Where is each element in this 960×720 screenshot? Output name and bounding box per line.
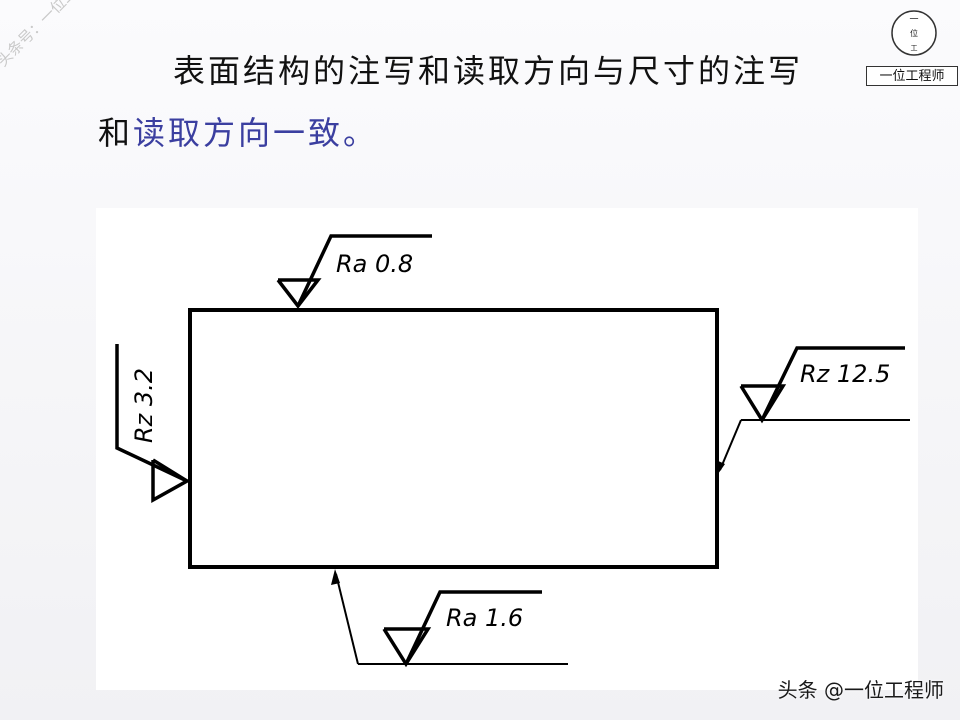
right-roughness-symbol-icon [716, 346, 910, 474]
logo-glyph-1: 一 [909, 15, 918, 25]
bottom-roughness-label: Ra 1.6 [446, 604, 523, 632]
heading-line-2-highlight: 读取方向一致。 [133, 114, 379, 152]
logo-glyph-2: 位 [910, 28, 918, 38]
left-roughness-label: Rz 3.2 [130, 368, 158, 443]
right-roughness-label: Rz 12.5 [800, 360, 890, 388]
heading-line-2-prefix: 和 [98, 114, 134, 152]
bottom-roughness-symbol-icon [331, 569, 568, 668]
logo-glyph-3: 工 [911, 44, 918, 52]
logo-label: 一位工程师 [866, 66, 958, 86]
top-roughness-symbol-icon [276, 234, 432, 309]
logo-circle [891, 10, 937, 56]
heading-line-1: 表面结构的注写和读取方向与尺寸的注写 [173, 52, 804, 90]
drawing-panel [96, 208, 918, 690]
left-roughness-symbol-icon [115, 344, 191, 503]
footer-watermark: 头条 @一位工程师 [777, 678, 944, 702]
top-roughness-label: Ra 0.8 [336, 250, 413, 278]
part-outline [188, 308, 719, 569]
logo-emblem-icon: 一 位 工 [891, 10, 937, 56]
logo: 一 位 工 一位工程师 [866, 0, 958, 88]
heading-line-2: 和读取方向一致。 [98, 108, 378, 154]
